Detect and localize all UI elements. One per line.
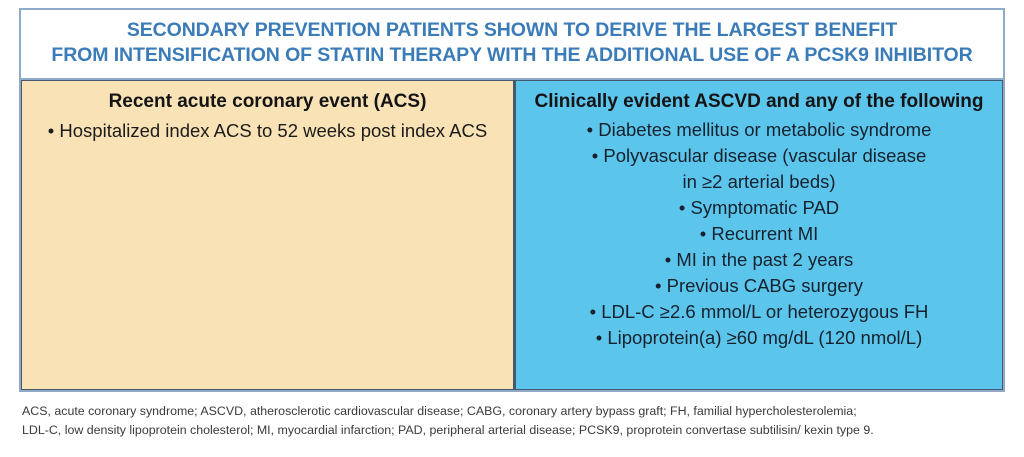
list-item: • Recurrent MI — [699, 223, 819, 244]
column-clinically-evident-ascvd: Clinically evident ASCVD and any of the … — [514, 80, 1003, 390]
list-item: • MI in the past 2 years — [664, 249, 854, 270]
footnote-line-1: ACS, acute coronary syndrome; ASCVD, ath… — [22, 404, 857, 418]
column-heading-recent-acs: Recent acute coronary event (ACS) — [108, 91, 427, 112]
footnote-line-2: LDL-C, low density lipoprotein cholester… — [22, 423, 874, 437]
footnote: ACS, acute coronary syndrome; ASCVD, ath… — [22, 402, 1012, 440]
list-item: • Hospitalized index ACS to 52 weeks pos… — [47, 120, 488, 141]
list-item: • Lipoprotein(a) ≥60 mg/dL (120 nmol/L) — [595, 327, 923, 348]
title-line-1: SECONDARY PREVENTION PATIENTS SHOWN TO D… — [126, 19, 898, 41]
list-item: • Previous CABG surgery — [655, 275, 863, 296]
column-recent-acs: Recent acute coronary event (ACS) • Hosp… — [21, 80, 514, 390]
table-frame: SECONDARY PREVENTION PATIENTS SHOWN TO D… — [19, 8, 1005, 392]
bullet-list-ascvd: • Diabetes mellitus or metabolic syndrom… — [516, 117, 1002, 351]
list-item: • Diabetes mellitus or metabolic syndrom… — [586, 119, 932, 140]
list-item: • Polyvascular disease (vascular disease — [591, 145, 927, 166]
bullet-list-recent-acs: • Hospitalized index ACS to 52 weeks pos… — [22, 117, 513, 144]
list-item: • LDL-C ≥2.6 mmol/L or heterozygous FH — [589, 301, 929, 322]
list-item-continuation: in ≥2 arterial beds) — [682, 171, 836, 192]
list-item: • Symptomatic PAD — [678, 197, 840, 218]
column-heading-ascvd: Clinically evident ASCVD and any of the … — [534, 91, 984, 112]
columns-container: Recent acute coronary event (ACS) • Hosp… — [21, 80, 1003, 390]
title-band: SECONDARY PREVENTION PATIENTS SHOWN TO D… — [21, 10, 1003, 80]
title-line-2: FROM INTENSIFICATION OF STATIN THERAPY W… — [51, 44, 973, 66]
